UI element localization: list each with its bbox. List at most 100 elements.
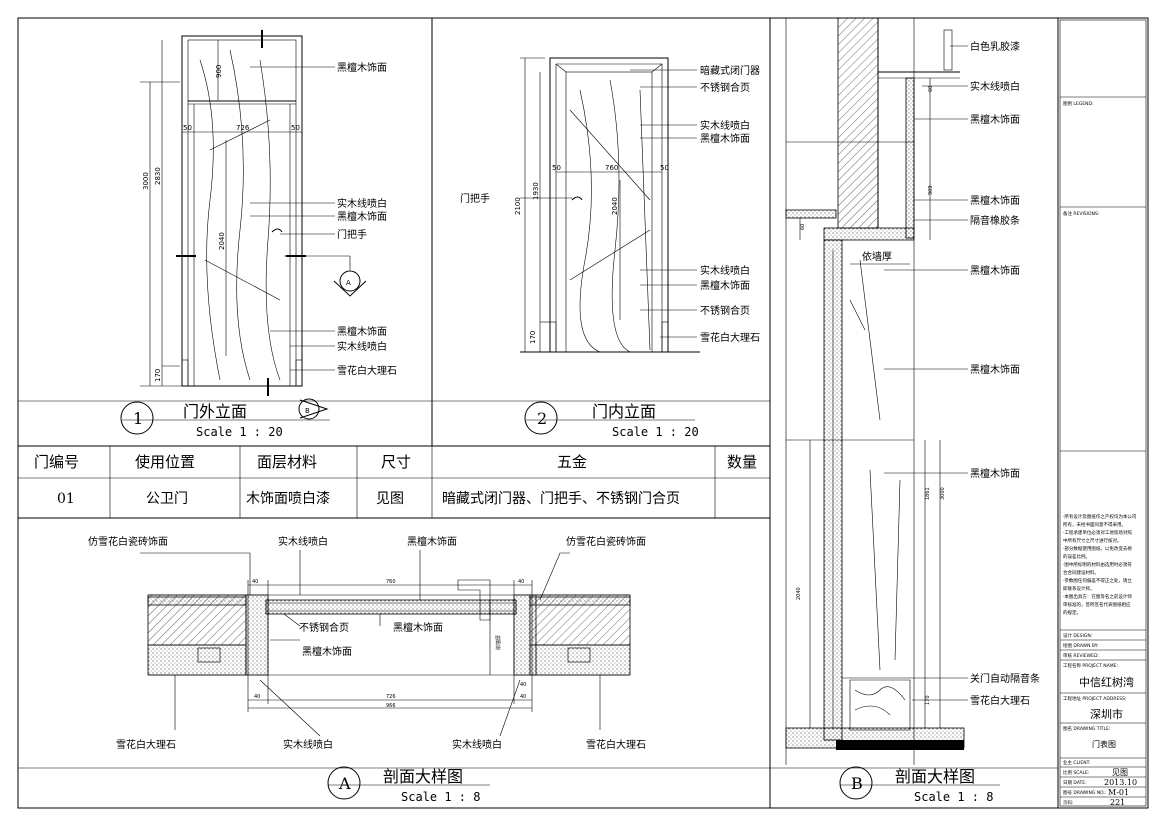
sa-mid-0: 不锈钢合页	[299, 621, 349, 634]
sa-mid-2: 黑檀木饰面	[302, 645, 352, 658]
sa-mid-1: 黑檀木饰面	[393, 621, 443, 634]
dim-e1-7: 170	[154, 369, 162, 382]
tb-note-1: 所有，未经书面同意不得采用。	[1063, 521, 1126, 528]
sb-letter: B	[851, 774, 863, 793]
label-e2-handle: 门把手	[460, 192, 490, 205]
dim-e1-2: 2830	[154, 167, 162, 185]
schedule-grid	[109, 446, 716, 518]
sa-top-0: 仿雪花白瓷砖饰面	[88, 535, 168, 548]
tb-note-3: 中所有尺寸之尺寸进行核对。	[1063, 537, 1122, 544]
tb-note-4: ·部分数据使用图纸，以免改变去榜	[1063, 545, 1132, 552]
label-e2-0: 暗藏式闭门器	[700, 64, 760, 77]
sb-label-2: 黑檀木饰面	[970, 113, 1020, 126]
label-e2-5: 黑檀木饰面	[700, 279, 750, 292]
tb-scale-value: 见图	[1112, 768, 1128, 777]
label-e2-1: 不锈钢合页	[700, 81, 750, 94]
sched-c-4: 暗藏式闭门器、门把手、不锈钢门合页	[442, 491, 680, 507]
tb-note-10: ·本图出具方：在图等名之前设计师	[1063, 593, 1132, 600]
e1-scale: Scale 1 : 20	[196, 425, 283, 439]
dim-e2-2: 760	[605, 164, 618, 172]
sched-h-1: 使用位置	[135, 453, 195, 471]
tb-note-2: ·工程承建单位必须对工地现场对照	[1063, 529, 1132, 536]
tb-date-label: 日期 DATE:	[1063, 780, 1087, 786]
tb-note-12: 的规定。	[1063, 609, 1081, 616]
sa-letter: A	[338, 774, 351, 793]
dim-e1-4: 726	[236, 124, 250, 132]
sb-dim-5: 2040	[796, 587, 802, 600]
tb-drawing-no: M-01	[1108, 788, 1129, 797]
label-e1-3: 门把手	[337, 228, 367, 241]
label-e2-2: 实木线喷白	[700, 119, 750, 132]
sched-h-5: 数量	[727, 453, 757, 471]
label-e2-6: 不锈钢合页	[700, 304, 750, 317]
tb-note-0: ·所有设计及图纸作之产权均为本公司	[1063, 513, 1136, 520]
sa-dim-2: 40	[518, 579, 524, 585]
sched-c-3: 见图	[376, 491, 404, 507]
sheet-border	[17, 17, 1149, 809]
sched-c-0: 01	[57, 491, 75, 507]
sa-top-2: 黑檀木饰面	[407, 535, 457, 548]
tb-project-name: 中信红树湾	[1079, 675, 1134, 689]
sa-bot-2: 实木线喷白	[452, 738, 502, 751]
sb-label-10: 雪花白大理石	[970, 694, 1030, 707]
tb-drawing-title-label: 图名 DRAWING TITLE:	[1063, 725, 1110, 732]
section-a	[140, 550, 631, 737]
sched-h-0: 门编号	[34, 453, 79, 471]
sa-dim-7: 966	[386, 703, 396, 709]
e2-number: 2	[537, 409, 547, 428]
sa-bot-3: 雪花白大理石	[586, 738, 646, 751]
sa-title: 剖面大样图	[383, 767, 463, 786]
label-e2-3: 黑檀木饰面	[700, 132, 750, 145]
dim-e2-1: 1930	[532, 182, 540, 200]
e1-title: 门外立面	[183, 402, 247, 421]
sb-dim-0: 60	[800, 224, 806, 230]
sa-scale: Scale 1 : 8	[401, 790, 480, 804]
tb-drawing-title: 门表图	[1092, 739, 1116, 749]
dim-e2-5: 2040	[611, 197, 619, 215]
dim-e2-6: 170	[529, 331, 537, 344]
dim-e1-3: 50	[183, 124, 192, 132]
tb-design-label: 设计 DESIGN:	[1063, 632, 1092, 639]
sb-dim-6: 170	[925, 695, 931, 705]
sa-dim-0: 40	[252, 579, 258, 585]
dim-e2-4: 50	[660, 164, 669, 172]
sb-label-4: 隔音橡胶条	[970, 214, 1020, 227]
tb-note-9: 即联系设计师。	[1063, 585, 1095, 592]
tb-page-no: 221	[1110, 798, 1125, 807]
sb-label-3: 黑檀木饰面	[970, 194, 1020, 207]
tb-address: 深圳市	[1090, 707, 1123, 721]
dim-e2-3: 50	[552, 164, 561, 172]
dim-e2-0: 2100	[514, 197, 522, 215]
section-b	[785, 17, 968, 765]
sb-dim-1: 909	[928, 185, 934, 195]
sb-scale: Scale 1 : 8	[914, 790, 993, 804]
label-e2-7: 雪花白大理石	[700, 331, 760, 344]
label-e1-1: 实木线喷白	[337, 197, 387, 210]
section-marker-b: B	[305, 407, 310, 415]
tb-address-label: 工程地址 PROJECT ADDRESS:	[1063, 695, 1127, 702]
sa-dim-1: 760	[386, 579, 396, 585]
sa-dim-4: 40	[520, 694, 526, 700]
label-e1-5: 实木线喷白	[337, 340, 387, 353]
sb-label-1: 实木线喷白	[970, 80, 1020, 93]
sb-dim-4: 3000	[940, 487, 946, 500]
label-e1-4: 黑檀木饰面	[337, 325, 387, 338]
label-e1-0: 黑檀木饰面	[337, 61, 387, 74]
sb-label-9: 关门自动隔音条	[970, 672, 1040, 685]
tb-revision-label: 备注 REVISIONS:	[1063, 210, 1099, 217]
label-e1-2: 黑檀木饰面	[337, 210, 387, 223]
sa-top-3: 仿雪花白瓷砖饰面	[566, 535, 646, 548]
sa-dim-5: 40	[520, 682, 526, 688]
label-e2-4: 实木线喷白	[700, 264, 750, 277]
title-circles	[120, 401, 1000, 800]
sa-bot-0: 雪花白大理石	[116, 738, 176, 751]
elevation-inner	[520, 57, 700, 353]
dim-e1-0: 900	[215, 65, 223, 78]
tb-drawing-no-label: 图号 DRAWING NO.:	[1063, 790, 1106, 796]
tb-note-5: 的误差比例。	[1063, 553, 1090, 560]
sb-label-6: 黑檀木饰面	[970, 264, 1020, 277]
sb-title: 剖面大样图	[895, 767, 975, 786]
tb-page-label: 页码:	[1063, 799, 1074, 806]
e2-title: 门内立面	[592, 402, 656, 421]
e1-number: 1	[133, 409, 143, 428]
